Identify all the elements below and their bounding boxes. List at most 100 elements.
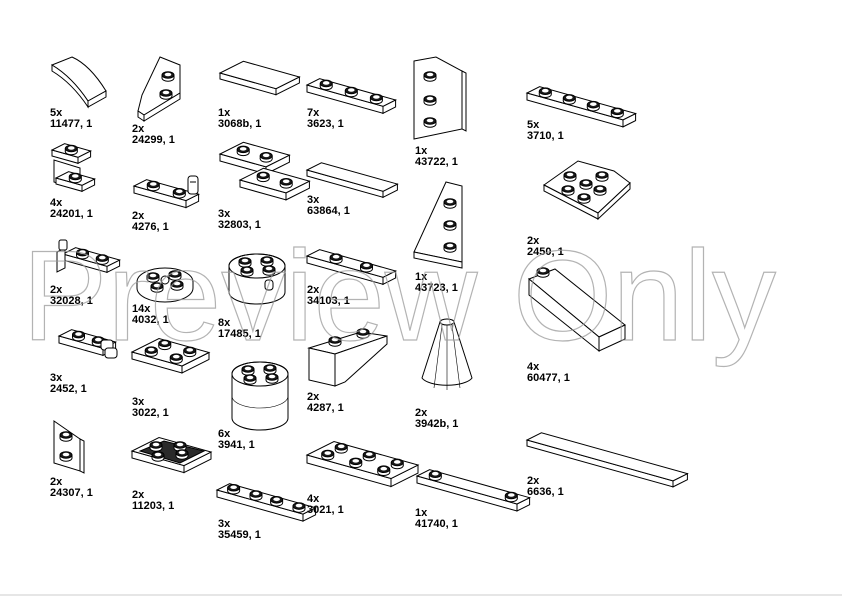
part-number: 3623, 1 — [307, 118, 344, 130]
part-quantity: 1x — [415, 145, 428, 157]
part-drawing — [215, 460, 317, 522]
part-drawing — [218, 140, 311, 205]
part-quantity: 6x — [218, 428, 231, 440]
part-drawing — [410, 180, 470, 270]
part-quantity: 7x — [307, 107, 320, 119]
part-drawing — [305, 318, 395, 388]
door-rail-plate-1x2-icon — [56, 239, 121, 274]
plate-1x3-icon — [305, 78, 397, 115]
part-drawing — [50, 415, 110, 475]
part-number: 3021, 1 — [307, 504, 344, 516]
part-drawing — [135, 252, 200, 303]
part-drawing — [55, 232, 121, 282]
part-drawing — [305, 425, 420, 490]
part-quantity: 2x — [415, 407, 428, 419]
part-drawing — [420, 318, 480, 398]
part-number: 4287, 1 — [307, 402, 344, 414]
part-number: 43722, 1 — [415, 156, 458, 168]
page-bottom-edge — [0, 594, 842, 596]
bracket-plate-2x2-icon — [218, 141, 311, 201]
plate-1x4-studs-icon — [215, 483, 317, 522]
part-drawing — [50, 140, 110, 195]
part-drawing — [305, 228, 397, 286]
part-number: 35459, 1 — [218, 529, 261, 541]
part-number: 4276, 1 — [132, 221, 169, 233]
part-number: 60477, 1 — [527, 372, 570, 384]
part-number: 4032, 1 — [132, 314, 169, 326]
part-drawing — [130, 162, 210, 209]
part-drawing — [525, 265, 635, 355]
part-quantity: 4x — [50, 197, 63, 209]
plate-2x2-icon — [130, 337, 211, 374]
plate-2x3-icon — [305, 440, 420, 488]
part-number: 24201, 1 — [50, 208, 93, 220]
part-number: 24299, 1 — [132, 134, 175, 146]
part-number: 32803, 1 — [218, 219, 261, 231]
tile-1x3-icon — [305, 162, 399, 199]
part-quantity: 2x — [132, 123, 145, 135]
part-quantity: 2x — [307, 391, 320, 403]
part-number: 2452, 1 — [50, 383, 87, 395]
part-number: 3710, 1 — [527, 130, 564, 142]
part-number: 24307, 1 — [50, 487, 93, 499]
part-number: 3068b, 1 — [218, 118, 262, 130]
part-quantity: 1x — [218, 107, 231, 119]
curved-slope-1x2-icon — [50, 56, 107, 109]
wedge-plate-2x2-icon — [53, 420, 85, 474]
part-drawing — [225, 252, 295, 312]
part-number: 3941, 1 — [218, 439, 255, 451]
part-number: 32028, 1 — [50, 295, 93, 307]
round-plate-2x2-icon — [136, 267, 194, 303]
part-number: 6636, 1 — [527, 486, 564, 498]
part-number: 3942b, 1 — [415, 418, 459, 430]
inverted-tile-2x2-icon — [130, 436, 213, 474]
part-quantity: 1x — [415, 507, 428, 519]
part-drawing — [130, 330, 215, 390]
part-quantity: 3x — [218, 518, 231, 530]
part-quantity: 2x — [50, 284, 63, 296]
part-quantity: 4x — [307, 493, 320, 505]
part-number: 41740, 1 — [415, 518, 458, 530]
part-quantity: 3x — [307, 194, 320, 206]
plate-1x3-two-studs-icon — [305, 249, 397, 286]
part-drawing — [410, 55, 467, 140]
wedge-plate-2x2-left-icon — [137, 56, 181, 122]
corner-plate-3x3-icon — [543, 160, 631, 221]
part-drawing — [218, 55, 301, 105]
part-drawing — [525, 390, 689, 488]
part-number: 11477, 1 — [50, 118, 93, 130]
part-quantity: 2x — [527, 235, 540, 247]
part-quantity: 2x — [50, 476, 63, 488]
part-drawing — [525, 55, 645, 128]
part-drawing — [415, 440, 531, 512]
tile-1x6-icon — [525, 432, 689, 488]
part-quantity: 3x — [132, 396, 145, 408]
part-quantity: 5x — [527, 119, 540, 131]
part-drawing — [228, 360, 298, 431]
part-number: 17485, 1 — [218, 328, 261, 340]
part-quantity: 2x — [527, 475, 540, 487]
part-quantity: 5x — [50, 107, 63, 119]
part-drawing — [540, 155, 640, 225]
hinge-plate-1x2-icon — [132, 175, 200, 209]
part-quantity: 3x — [50, 372, 63, 384]
tile-2x2-icon — [218, 60, 301, 96]
